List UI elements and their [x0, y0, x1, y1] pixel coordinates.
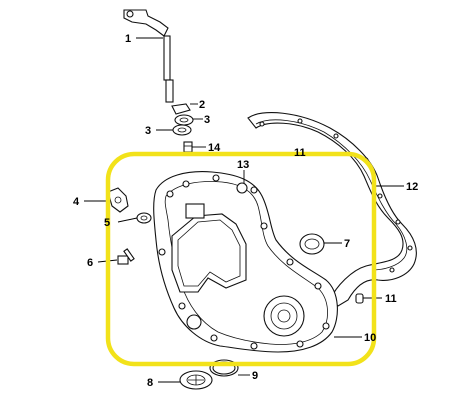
callout-labels: 1 2 3 3 14 11 12 13 4 5 7 6 11 10 8 9	[73, 33, 418, 389]
washer-part-5	[136, 212, 152, 224]
callout-label: 14	[208, 142, 221, 154]
callout-label: 11	[385, 293, 397, 305]
dowel-part-11	[355, 293, 364, 304]
callout-label: 4	[73, 196, 80, 208]
callout-label: 10	[364, 332, 376, 344]
fitting-part-4	[107, 187, 129, 213]
shift-shaft	[123, 9, 174, 103]
callout-label: 5	[104, 217, 110, 229]
callout-label: 11	[294, 147, 306, 159]
callout-label: 3	[204, 114, 210, 126]
callout-label: 13	[237, 159, 249, 171]
clutch-cover	[153, 171, 338, 353]
callout-label: 1	[125, 33, 131, 45]
callout-label: 8	[147, 377, 153, 389]
callout-label: 3	[145, 125, 151, 137]
callout-label: 6	[87, 257, 93, 269]
bearing-part-3a	[174, 114, 194, 126]
bearing-part-3b	[172, 124, 192, 136]
callout-label: 7	[344, 238, 350, 250]
cap-part-2	[171, 103, 191, 115]
callout-label: 12	[406, 181, 418, 193]
plug-part-14	[183, 141, 193, 153]
callout-label: 2	[199, 99, 205, 111]
highlight-box	[105, 151, 377, 367]
oil-seal-part-7	[299, 233, 325, 255]
callout-label: 9	[252, 370, 258, 382]
plug-part-8	[179, 370, 213, 390]
bolt-part-6	[117, 248, 135, 265]
